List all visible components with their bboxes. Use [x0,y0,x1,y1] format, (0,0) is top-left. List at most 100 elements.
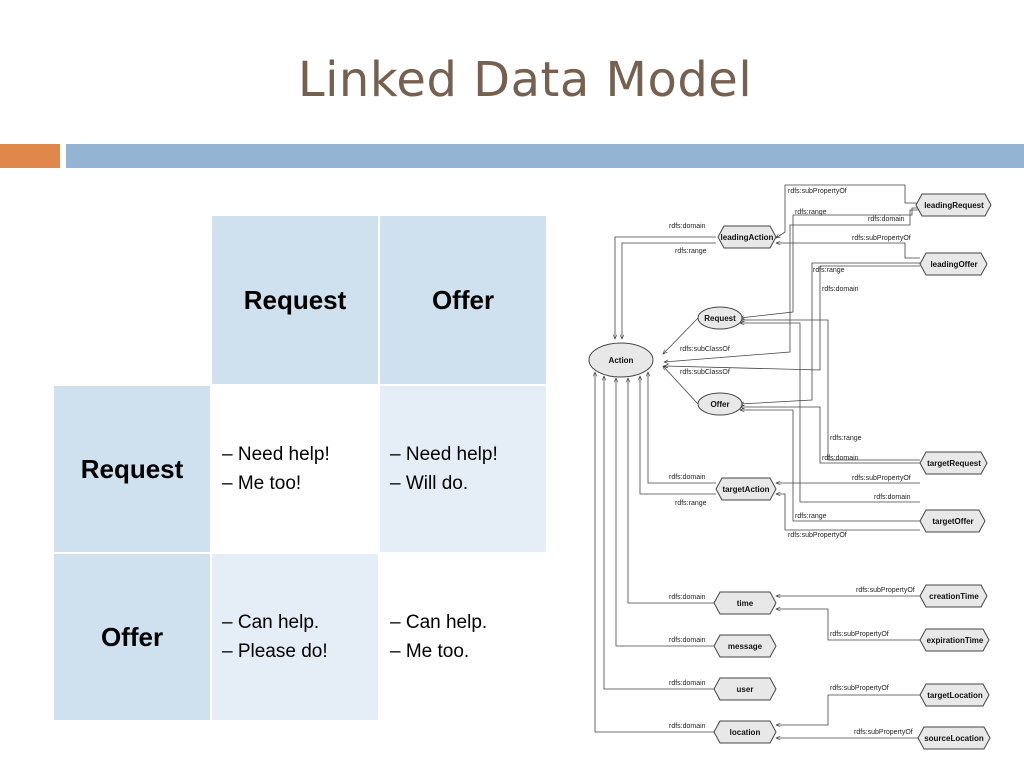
label-range: rdfs:range [795,513,827,520]
label-subPropertyOf: rdfs:subPropertyOf [830,685,889,692]
edge-time-domain [628,378,714,604]
edge-request-subClassOf [663,317,699,354]
node-label-leadingRequest: leadingRequest [924,201,984,210]
edge-expirationTime-subPropertyOf [776,609,920,641]
node-label-targetRequest: targetRequest [927,459,981,468]
label-subPropertyOf: rdfs:subPropertyOf [852,475,911,482]
edge-leadingOffer-range [740,262,920,404]
label-subPropertyOf: rdfs:subPropertyOf [856,587,915,594]
cell-line: – Can help. [222,612,320,633]
label-domain: rdfs:domain [669,637,706,644]
label-range: rdfs:range [830,435,862,442]
cell-request-request: – Need help! – Me too! [210,384,380,554]
cell-line: – Need help! [222,444,330,465]
edge-user-domain [604,376,714,690]
label-domain: rdfs:domain [669,680,706,687]
cell-line: – Will do. [390,473,469,494]
matrix-corner [52,214,212,386]
node-label-request: Request [704,314,736,323]
edge-leadingAction-range [622,242,716,339]
label-subClassOf: rdfs:subClassOf [680,369,730,376]
label-domain: rdfs:domain [868,216,905,223]
label-range: rdfs:range [675,500,707,507]
node-user: user [713,677,777,701]
edge-targetAction-domain [648,372,716,484]
cell-request-offer: – Need help! – Will do. [378,384,548,554]
label-domain: rdfs:domain [822,455,859,462]
node-expirationTime: expirationTime [919,628,990,652]
node-label-creationTime: creationTime [929,592,979,601]
edge-targetOffer-subPropertyOf [776,494,920,531]
label-domain: rdfs:domain [822,286,859,293]
node-label-user: user [737,685,754,694]
edge-targetRequest-range [740,320,920,461]
edge-leadingOffer-subPropertyOf [776,243,920,259]
node-targetOffer: targetOffer [919,509,986,533]
node-message: message [713,634,777,658]
node-label-leadingOffer: leadingOffer [930,260,977,269]
node-label-message: message [728,642,763,651]
edge-leadingRequest-range [740,207,920,318]
edge-leadingRequest-subPropertyOf [776,184,920,238]
node-offer: Offer [697,392,743,416]
node-label-offer: Offer [710,400,729,409]
edge-targetLocation-subPropertyOf [776,694,920,725]
node-creationTime: creationTime [919,584,988,608]
col-header-offer: Offer [378,214,548,386]
edge-targetAction-range [640,376,716,495]
node-request: Request [697,306,743,330]
col-header-request: Request [210,214,380,386]
label-subPropertyOf: rdfs:subPropertyOf [788,188,847,195]
slide-title: Linked Data Model [297,52,753,108]
label-subPropertyOf: rdfs:subPropertyOf [852,235,911,242]
node-targetRequest: targetRequest [919,451,988,475]
label-domain: rdfs:domain [669,223,706,230]
node-label-targetOffer: targetOffer [932,517,973,526]
node-leadingAction: leadingAction [717,225,777,249]
node-label-targetAction: targetAction [722,485,769,494]
accent-bar-blue [66,144,1024,168]
node-location: location [713,720,777,744]
row-header-offer: Offer [52,552,212,722]
node-label-action: Action [609,356,634,365]
cell-line: – Me too! [222,473,302,494]
label-domain: rdfs:domain [669,474,706,481]
diagram-edge-labels: rdfs:subPropertyOf rdfs:range rdfs:domai… [669,188,915,736]
label-subPropertyOf: rdfs:subPropertyOf [854,729,913,736]
node-targetAction: targetAction [715,477,777,501]
edge-offer-subClassOf [663,366,699,405]
cell-line: – Can help. [390,612,488,633]
edge-message-domain [616,378,714,647]
label-subPropertyOf: rdfs:subPropertyOf [788,532,847,539]
cell-offer-offer: – Can help. – Me too. [378,552,548,722]
label-range: rdfs:range [795,209,827,216]
request-offer-matrix: Request Offer Request – Need help! – Me … [52,214,548,722]
edge-leadingAction-domain [615,236,716,339]
edge-targetRequest-domain [740,407,920,464]
cell-offer-request: – Can help. – Please do! [210,552,380,722]
node-label-leadingAction: leadingAction [721,233,774,242]
node-label-time: time [737,599,754,608]
linked-data-diagram: rdfs:subPropertyOf rdfs:range rdfs:domai… [588,184,992,750]
node-label-location: location [730,728,761,737]
accent-bar-orange [0,144,60,168]
label-subPropertyOf: rdfs:subPropertyOf [830,631,889,638]
edge-location-domain [595,372,714,733]
cell-line: – Need help! [390,444,498,465]
row-header-request: Request [52,384,212,554]
edge-targetOffer-domain [740,323,920,503]
cell-line: – Me too. [390,641,470,662]
label-domain: rdfs:domain [669,594,706,601]
node-leadingRequest: leadingRequest [915,193,992,217]
label-range: rdfs:range [675,248,707,255]
node-label-targetLocation: targetLocation [927,691,983,700]
node-time: time [713,591,777,615]
node-targetLocation: targetLocation [919,683,990,707]
node-sourceLocation: sourceLocation [917,726,991,750]
edge-targetOffer-range [740,410,920,522]
cell-line: – Please do! [222,641,328,662]
label-range: rdfs:range [813,267,845,274]
edge-leadingOffer-domain [664,265,920,371]
edge-leadingRequest-domain [664,209,920,362]
label-domain: rdfs:domain [874,494,911,501]
